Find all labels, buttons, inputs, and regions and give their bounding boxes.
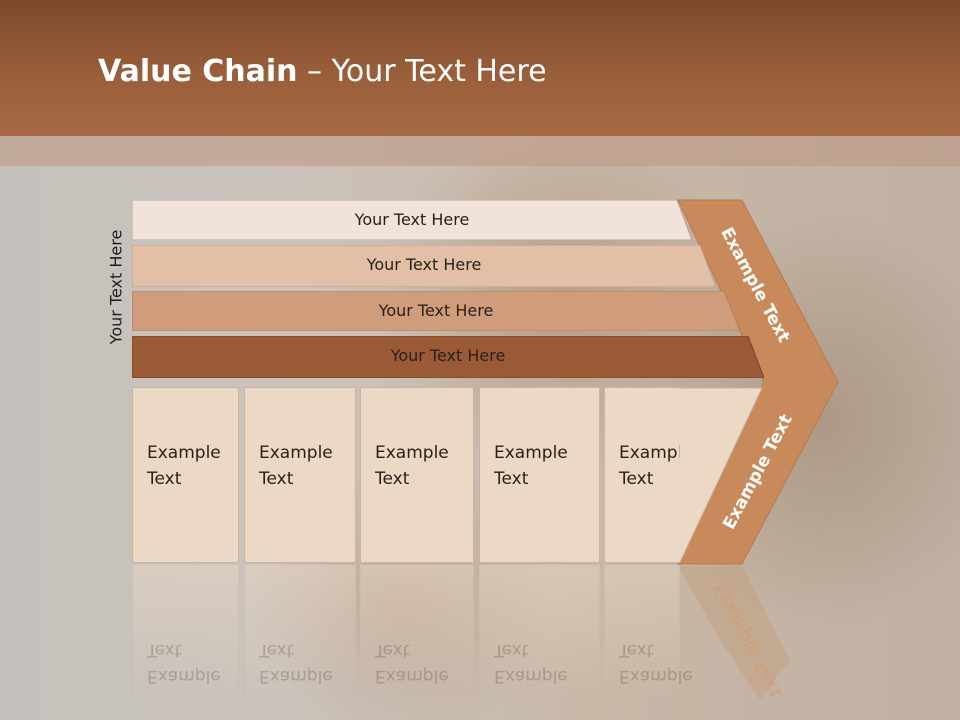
slide-title: Value Chain – Your Text Here xyxy=(98,54,547,89)
row-band-2-label: Your Text Here xyxy=(366,254,482,274)
card-5-reflection-line-2: Text xyxy=(619,640,654,660)
card-1-line-1: Example xyxy=(147,443,221,463)
card-5-line-2: Text xyxy=(619,469,654,489)
card-3-line-2: Text xyxy=(375,469,410,489)
card-3-reflection-text: Example Text xyxy=(375,637,449,689)
card-5-reflection-text: Example Text xyxy=(619,637,693,689)
card-4-reflection-line-1: Example xyxy=(494,666,568,686)
row-band-4-label: Your Text Here xyxy=(390,345,506,365)
card-2-line-2: Text xyxy=(259,469,294,489)
example-card-1: Example Text xyxy=(132,387,239,563)
card-3-reflection: Example Text xyxy=(360,565,474,695)
example-card-5: Example Text xyxy=(604,387,693,563)
row-band-1: Your Text Here xyxy=(132,200,692,240)
row-band-3-shape xyxy=(132,291,740,331)
example-card-4: Example Text xyxy=(479,387,600,563)
card-1-line-2: Text xyxy=(147,469,182,489)
row-band-2-shape xyxy=(132,245,716,287)
card-4-reflection-text: Example Text xyxy=(494,637,568,689)
card-5-reflection-line-1: Example xyxy=(619,666,693,686)
card-4-line-2: Text xyxy=(494,469,529,489)
card-3-reflection-line-2: Text xyxy=(375,640,410,660)
row-band-3: Your Text Here xyxy=(132,291,740,331)
card-3-line-1: Example xyxy=(375,443,449,463)
card-4-line-1: Example xyxy=(494,443,568,463)
card-1-reflection-line-1: Example xyxy=(147,666,221,686)
row-band-1-shape xyxy=(132,200,692,240)
card-2-line-1: Example xyxy=(259,443,333,463)
card-5-tail-edge xyxy=(679,387,763,563)
card-2-reflection-text: Example Text xyxy=(259,637,333,689)
row-band-1-label: Your Text Here xyxy=(354,209,470,229)
card-3-reflection-line-1: Example xyxy=(375,666,449,686)
title-band xyxy=(0,136,960,166)
card-1-reflection: Example Text xyxy=(132,565,239,695)
card-2-reflection: Example Text xyxy=(244,565,356,695)
card-4-reflection-line-2: Text xyxy=(494,640,529,660)
card-5-reflection: Example Text xyxy=(604,565,693,695)
card-2-reflection-line-2: Text xyxy=(259,640,294,660)
card-1-reflection-line-2: Text xyxy=(147,640,182,660)
card-5-line-1: Example xyxy=(619,443,693,463)
chevron-reflection xyxy=(678,566,790,700)
row-band-4-shape xyxy=(132,336,764,378)
example-card-2: Example Text xyxy=(244,387,356,563)
card-2-reflection-line-1: Example xyxy=(259,666,333,686)
row-band-2: Your Text Here xyxy=(132,245,716,287)
example-card-3: Example Text xyxy=(360,387,474,563)
row-band-4: Your Text Here xyxy=(132,336,764,378)
card-4-reflection: Example Text xyxy=(479,565,600,695)
title-bold: Value Chain xyxy=(98,54,298,89)
title-bar xyxy=(0,0,960,136)
card-1-reflection-text: Example Text xyxy=(147,637,221,689)
row-band-3-label: Your Text Here xyxy=(378,300,494,320)
chevron-shape xyxy=(677,199,839,565)
title-rest: – Your Text Here xyxy=(297,54,547,89)
